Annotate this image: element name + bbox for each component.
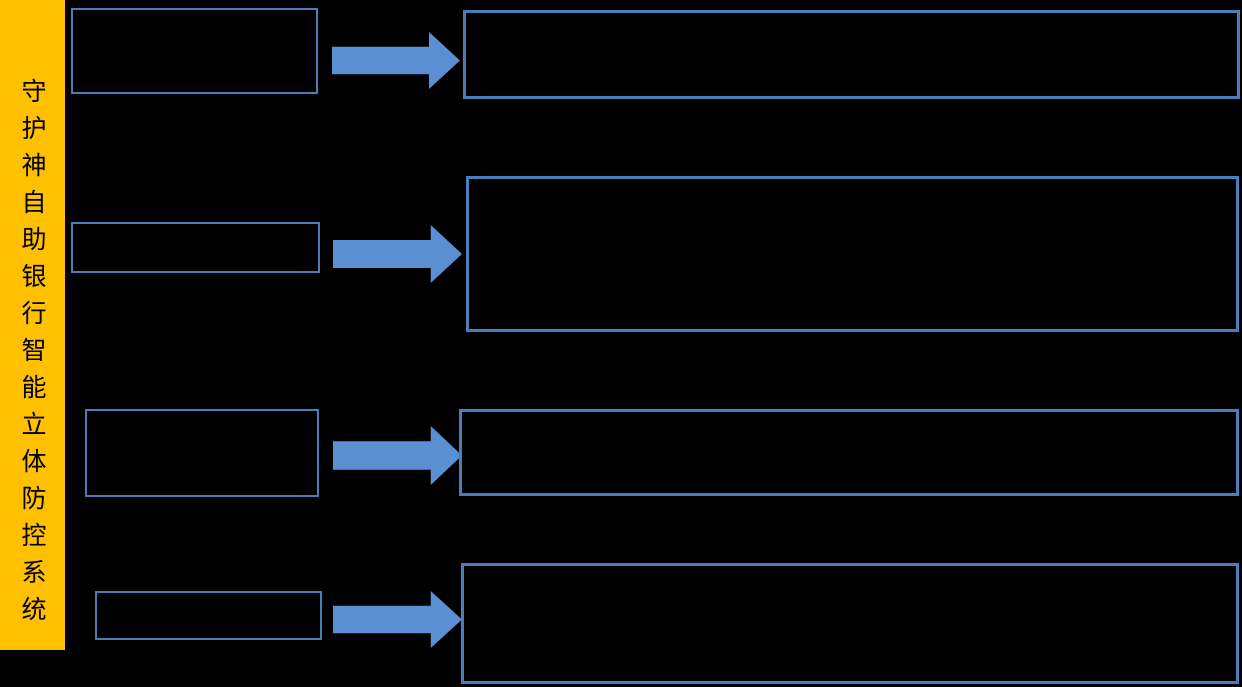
source-box-3 (85, 409, 319, 497)
right-arrow-icon (332, 32, 460, 89)
right-arrow-icon (333, 426, 462, 485)
detail-box-1 (463, 10, 1240, 99)
detail-box-2 (466, 176, 1239, 332)
detail-box-4 (461, 563, 1239, 684)
source-box-1 (71, 8, 318, 94)
system-title-banner: 守护神自助银行智能立体防控系统 (0, 0, 65, 650)
system-title: 守护神自助银行智能立体防控系统 (18, 78, 47, 633)
source-box-4 (95, 591, 322, 640)
detail-box-3 (459, 409, 1239, 496)
right-arrow-icon (333, 591, 462, 648)
source-box-2 (71, 222, 320, 273)
right-arrow-icon (333, 225, 462, 283)
